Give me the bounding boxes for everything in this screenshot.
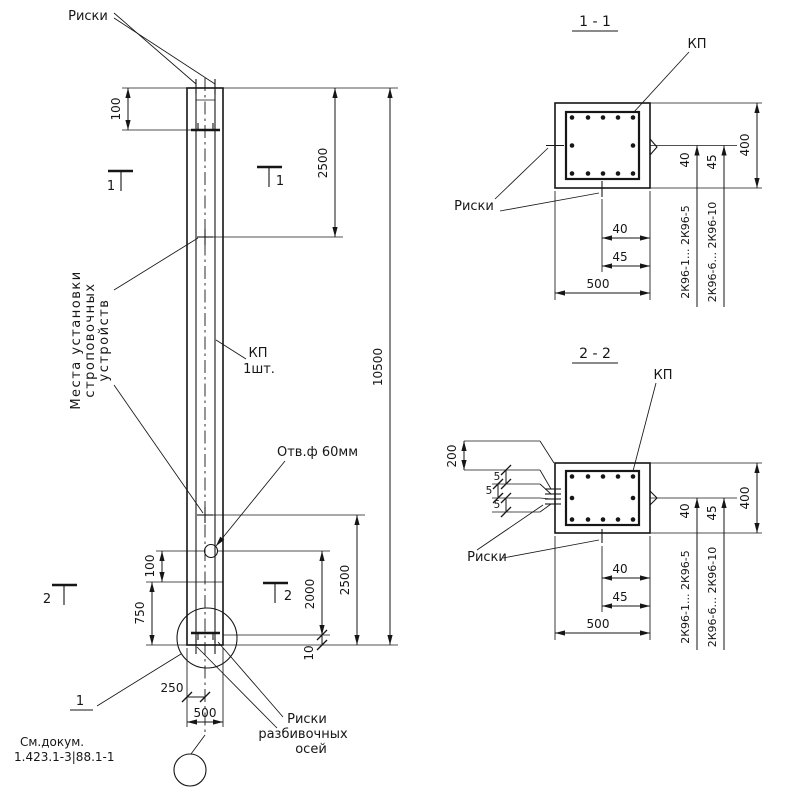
dim-10-label: 10 <box>302 645 316 660</box>
elevation-view: Риски 100 1 1 2 2 2500 10500 Места устан… <box>14 9 398 787</box>
column-outline <box>186 87 224 646</box>
dim-2500-bottom-label: 2500 <box>338 565 352 596</box>
strop-note-line3: устройств <box>97 299 112 382</box>
strop-note-line2: строповочных <box>83 282 98 397</box>
axis-bubble <box>173 753 207 787</box>
dim-250-label: 250 <box>161 681 184 695</box>
dim-2000-label: 2000 <box>303 579 317 610</box>
riski-axes-line1: Риски <box>287 712 327 727</box>
dim-500-label: 500 <box>587 277 610 291</box>
marks-row1-label: 2К96-1... 2К96-5 <box>679 205 692 299</box>
section-cut-1-right <box>257 165 282 187</box>
dimension-lines <box>125 88 393 725</box>
section-1-1-stirrup <box>564 110 641 181</box>
kp-qty-label: 1шт. <box>243 362 275 377</box>
leader-lines <box>96 12 286 729</box>
dim-5b-label: 5 <box>486 485 493 497</box>
dim-40-bottom-label: 40 <box>612 222 627 236</box>
dim-40-bottom-label-2: 40 <box>612 562 627 576</box>
dim-400-label-2: 400 <box>738 487 752 510</box>
riski-axes-line3: осей <box>295 742 327 757</box>
strop-point-upper <box>197 229 213 245</box>
section-2-label-right: 2 <box>284 589 292 604</box>
section-1-1-view: 1 - 1 КП Риски 40 45 400 2К96-1... 2К96-… <box>454 14 762 307</box>
riski-axes-line2: разбивочных <box>258 727 348 742</box>
dim-40-side-label-2: 40 <box>678 503 692 518</box>
dim-500-label-2: 500 <box>587 617 610 631</box>
dim-400-label: 400 <box>738 134 752 157</box>
strop-note-line1: Места установки <box>69 270 84 409</box>
section-2-2-stirrup <box>564 469 641 527</box>
section-2-2-riski-label: Риски <box>467 550 507 565</box>
section-2-2-title: 2 - 2 <box>579 346 611 362</box>
dim-10500-label: 10500 <box>371 348 385 386</box>
section-2-label-left: 2 <box>43 592 51 607</box>
section-2-2-rebar-dots <box>569 474 636 522</box>
dim-45-bottom-label-2: 45 <box>612 590 627 604</box>
dim-5a-label: 5 <box>494 471 501 483</box>
marks-row1-label-2: 2К96-1... 2К96-5 <box>679 550 692 644</box>
section-2-2-outline <box>554 462 651 534</box>
dim-40-side-label: 40 <box>678 152 692 167</box>
strop-point-lower <box>197 507 213 523</box>
section-1-label-left: 1 <box>107 179 115 194</box>
marks-row2-label: 2К96-6... 2К96-10 <box>706 202 719 303</box>
dim-45-bottom-label: 45 <box>612 250 627 264</box>
section-1-1-rebar-dots <box>569 115 636 176</box>
section-1-1-riski-label: Риски <box>454 199 494 214</box>
dim-200-label: 200 <box>445 445 459 468</box>
dim-100-top-label: 100 <box>109 98 123 121</box>
section-2-2-view: 2 - 2 КП <box>445 346 762 650</box>
dim-750-label: 750 <box>133 602 147 625</box>
doc-ref-line2: 1.423.1-3|88.1-1 <box>14 750 115 764</box>
section-1-1-title: 1 - 1 <box>579 14 611 30</box>
dim-5c-label: 5 <box>494 499 501 511</box>
dim-45-side-label-2: 45 <box>705 505 719 520</box>
detail-circle <box>176 607 238 669</box>
dim-2500-top-label: 2500 <box>316 148 330 179</box>
section-cut-1-left <box>108 169 133 191</box>
dim-500-label: 500 <box>194 706 217 720</box>
section-1-1-kp-label: КП <box>687 37 706 52</box>
kp-label: КП <box>248 346 267 361</box>
marks-row2-label-2: 2К96-6... 2К96-10 <box>706 547 719 648</box>
dim-100-bottom-label: 100 <box>143 555 157 578</box>
section-cut-2-right <box>263 581 288 603</box>
section-1-label-right: 1 <box>276 174 284 189</box>
riski-top-label: Риски <box>68 9 108 24</box>
section-2-2-kp-label: КП <box>653 368 672 383</box>
right-face-mark <box>649 138 658 156</box>
hole-label: Отв.ф 60мм <box>277 445 358 460</box>
section-cut-2-left <box>52 583 77 605</box>
dim-45-side-label: 45 <box>705 154 719 169</box>
doc-ref-line1: См.докум. <box>20 735 84 749</box>
detail-mark-label: 1 <box>76 694 84 709</box>
